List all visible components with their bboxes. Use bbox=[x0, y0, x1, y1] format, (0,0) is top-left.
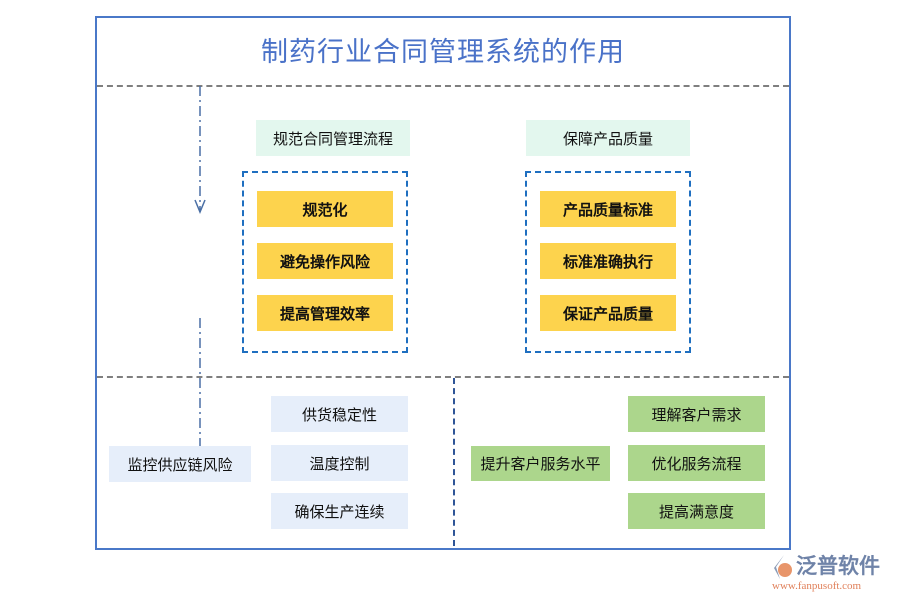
item-supply-stability: 供货稳定性 bbox=[271, 396, 408, 432]
group-contract-process bbox=[242, 171, 408, 353]
heading-customer-service: 提升客户服务水平 bbox=[471, 446, 610, 481]
item-service-process: 优化服务流程 bbox=[628, 445, 765, 481]
item-temperature: 温度控制 bbox=[271, 445, 408, 481]
item-execution: 标准准确执行 bbox=[540, 243, 676, 279]
item-quality-standard: 产品质量标准 bbox=[540, 191, 676, 227]
heading-contract-process: 规范合同管理流程 bbox=[256, 120, 410, 156]
item-production: 确保生产连续 bbox=[271, 493, 408, 529]
diagram-frame bbox=[95, 16, 791, 550]
diagram-title: 制药行业合同管理系统的作用 bbox=[261, 37, 625, 68]
heading-product-quality: 保障产品质量 bbox=[526, 120, 690, 156]
vertical-divider bbox=[453, 378, 455, 546]
title-divider bbox=[97, 85, 789, 87]
heading-supply-chain: 监控供应链风险 bbox=[109, 446, 251, 482]
logo-name: 泛普软件 bbox=[796, 554, 880, 578]
item-efficiency: 提高管理效率 bbox=[257, 295, 393, 331]
flow-arrow bbox=[194, 86, 206, 446]
arrow-down-icon bbox=[194, 199, 206, 214]
item-satisfaction: 提高满意度 bbox=[628, 493, 765, 529]
group-product-quality bbox=[525, 171, 691, 353]
item-standardize: 规范化 bbox=[257, 191, 393, 227]
logo-mark-icon bbox=[774, 555, 792, 579]
item-avoid-risk: 避免操作风险 bbox=[257, 243, 393, 279]
item-customer-needs: 理解客户需求 bbox=[628, 396, 765, 432]
logo-url: www.fanpusoft.com bbox=[772, 580, 862, 592]
item-ensure-quality: 保证产品质量 bbox=[540, 295, 676, 331]
fanpu-logo: 泛普软件 www.fanpusoft.com bbox=[770, 550, 895, 595]
section-divider bbox=[97, 376, 789, 378]
